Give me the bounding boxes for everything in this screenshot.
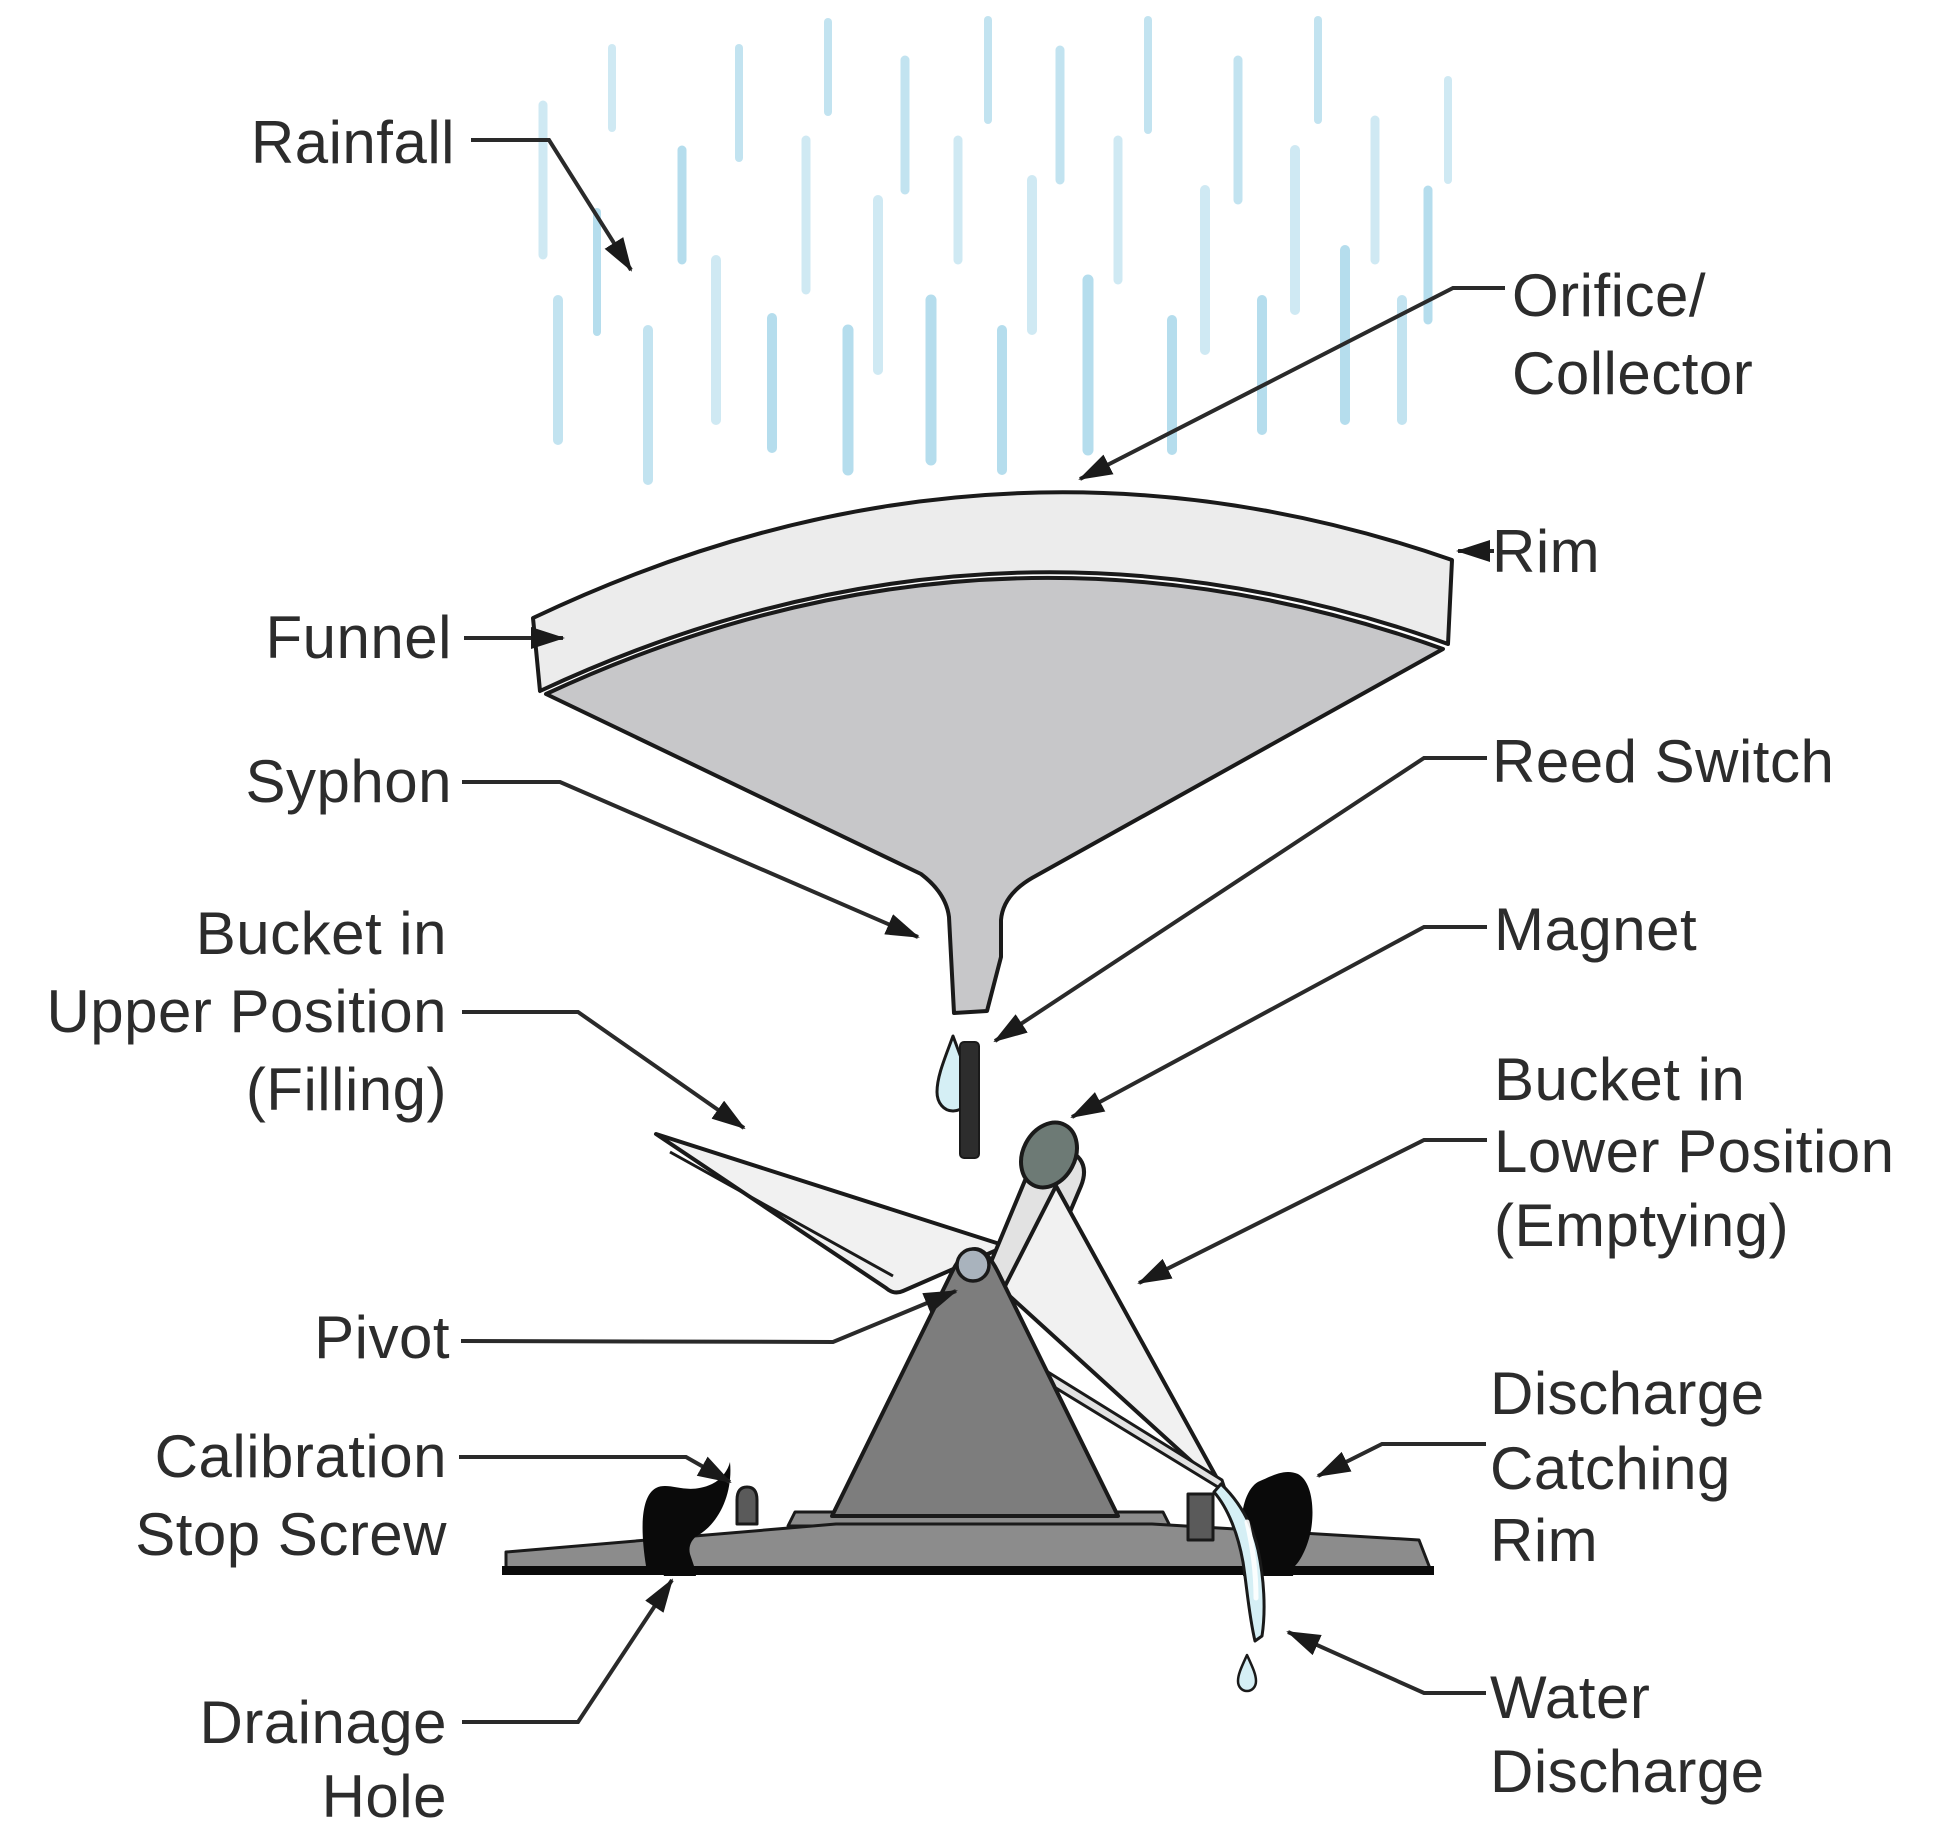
right-stop-post-shape bbox=[1186, 1492, 1215, 1542]
water-discharge-stream-shape bbox=[1212, 1482, 1266, 1643]
leader-lines bbox=[459, 138, 1505, 1724]
label-drainage-line1: Drainage bbox=[200, 1689, 448, 1756]
drainage-leader bbox=[462, 1578, 674, 1724]
water-discharge-drop-shape bbox=[1236, 1653, 1258, 1693]
label-orifice-line1: Orifice/ bbox=[1512, 262, 1706, 329]
rainfall-leader bbox=[471, 138, 633, 272]
label-discharge-rim-line1: Discharge bbox=[1490, 1360, 1765, 1427]
bucket-upper-leader bbox=[462, 1010, 746, 1130]
pivot-pin-shape bbox=[955, 1247, 991, 1283]
reed-switch-shape bbox=[959, 1041, 980, 1159]
bucket-lower-leader bbox=[1137, 1138, 1487, 1285]
calibration-leader bbox=[459, 1455, 732, 1484]
water-discharge-leader bbox=[1286, 1630, 1486, 1695]
base-bottom-edge bbox=[502, 1566, 1434, 1575]
labels: Rainfall Orifice/ Collector Rim Funnel S… bbox=[46, 109, 1894, 1830]
calibration-stop-screw-shape bbox=[735, 1485, 759, 1526]
bucket-upper-wall-line bbox=[669, 1150, 894, 1278]
label-calibration-line2: Stop Screw bbox=[135, 1501, 447, 1568]
bucket-lower-shape bbox=[1001, 1184, 1226, 1493]
label-calibration-line1: Calibration bbox=[155, 1423, 447, 1490]
discharge-rim-leader bbox=[1316, 1442, 1486, 1478]
pivot-leader bbox=[460, 1289, 958, 1345]
bucket-upper-shape bbox=[654, 1132, 1008, 1295]
water-stream-highlight bbox=[1244, 1519, 1259, 1601]
label-discharge-rim-line3: Rim bbox=[1490, 1507, 1598, 1574]
label-reed-switch: Reed Switch bbox=[1492, 728, 1834, 795]
label-bucket-lower-line3: (Emptying) bbox=[1494, 1192, 1789, 1259]
rainfall-streaks bbox=[538, 16, 1452, 485]
label-bucket-upper-line2: Upper Position bbox=[46, 978, 447, 1045]
label-funnel: Funnel bbox=[266, 604, 452, 671]
orifice-collector-leader bbox=[1078, 286, 1505, 481]
label-bucket-upper-line3: (Filling) bbox=[246, 1056, 447, 1123]
reed-switch-leader bbox=[993, 756, 1487, 1043]
label-orifice-line2: Collector bbox=[1512, 340, 1753, 407]
drainage-hole-shape bbox=[642, 1462, 731, 1576]
label-bucket-lower-line2: Lower Position bbox=[1494, 1118, 1895, 1185]
magnet-shape bbox=[1019, 1120, 1079, 1190]
label-magnet: Magnet bbox=[1494, 896, 1697, 963]
label-rim: Rim bbox=[1492, 518, 1600, 585]
syphon-leader bbox=[462, 780, 920, 939]
collector-rim-shape bbox=[531, 490, 1454, 693]
label-discharge-rim-line2: Catching bbox=[1490, 1435, 1731, 1502]
magnet-leader bbox=[1070, 925, 1487, 1119]
label-rainfall: Rainfall bbox=[251, 109, 455, 176]
label-syphon: Syphon bbox=[246, 748, 453, 815]
label-bucket-upper-line1: Bucket in bbox=[196, 900, 447, 967]
label-water-discharge-line2: Discharge bbox=[1490, 1738, 1765, 1805]
label-bucket-lower-line1: Bucket in bbox=[1494, 1046, 1745, 1113]
label-water-discharge-line1: Water bbox=[1490, 1664, 1650, 1731]
label-drainage-line2: Hole bbox=[322, 1763, 447, 1830]
label-pivot: Pivot bbox=[314, 1304, 450, 1371]
funnel-shape bbox=[544, 575, 1445, 1015]
